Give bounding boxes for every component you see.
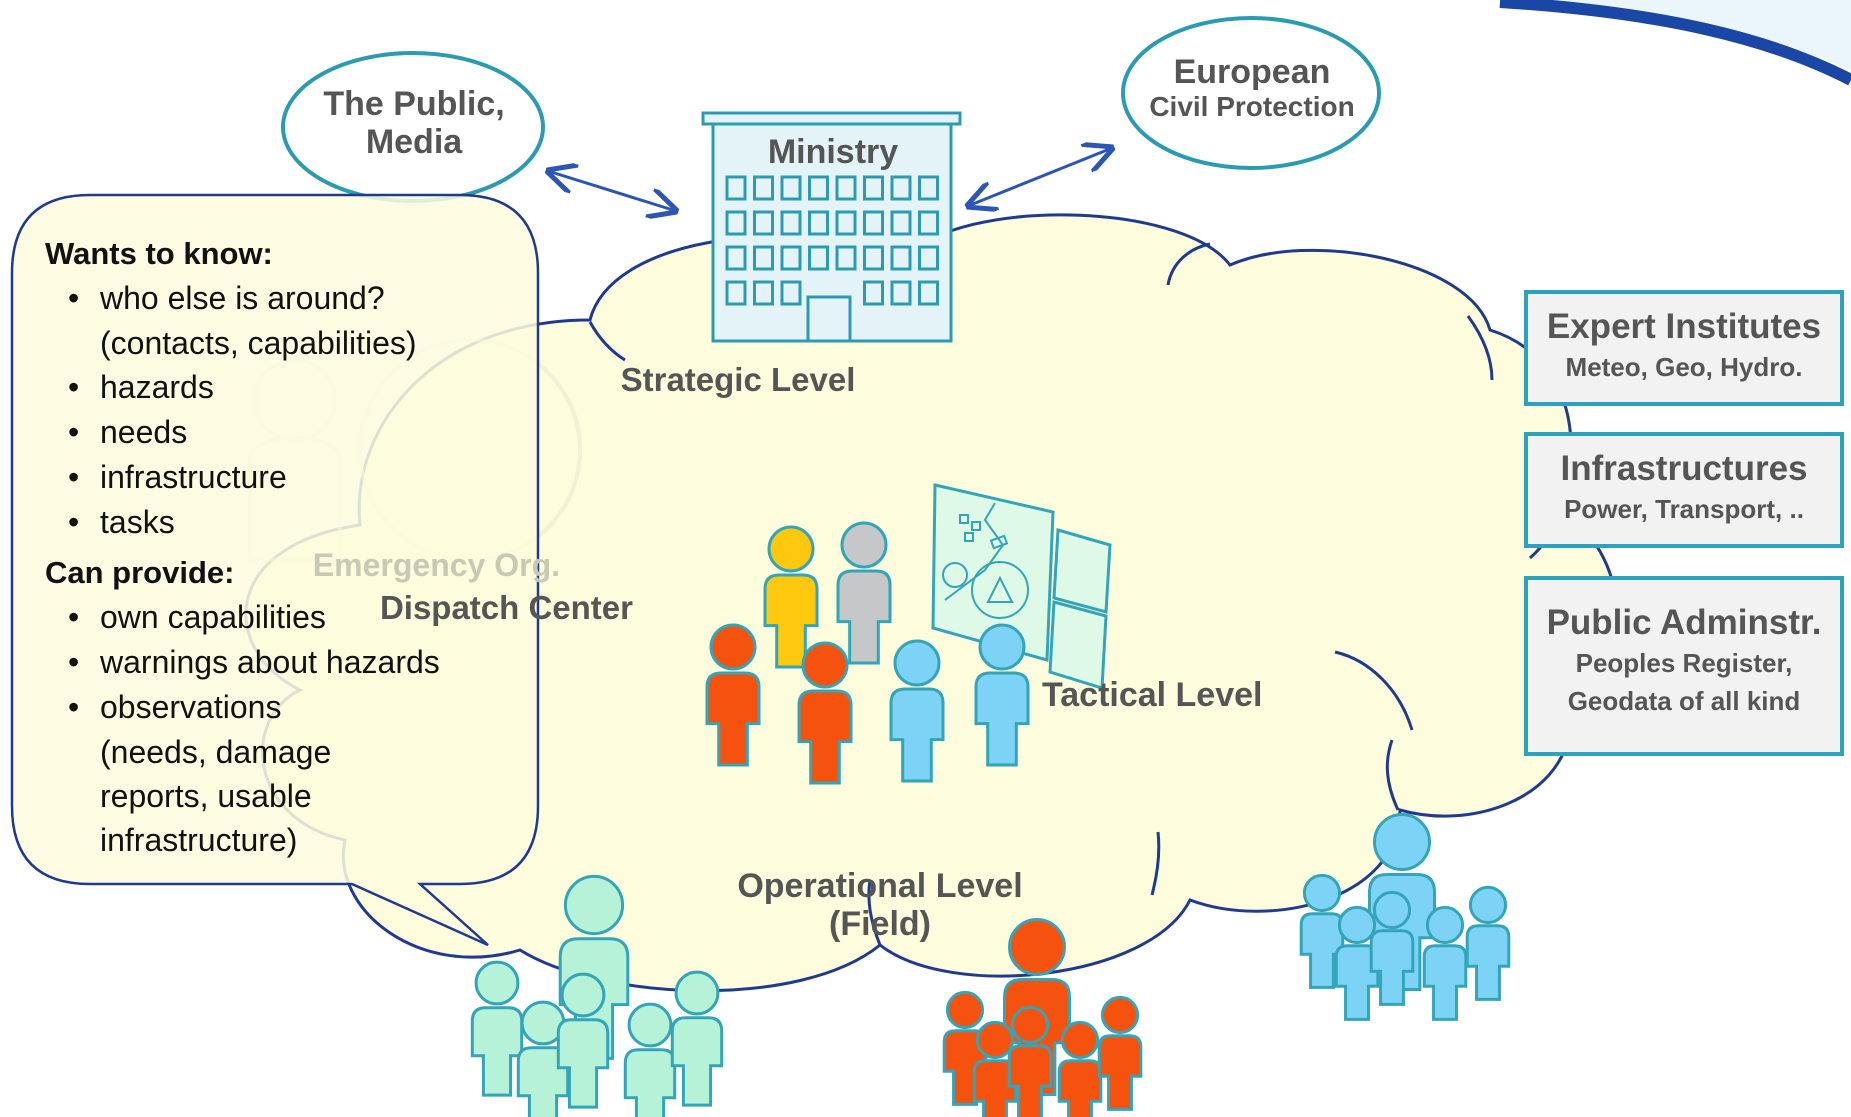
ministry-window xyxy=(753,175,774,201)
person-icon xyxy=(1334,905,1380,1021)
public-media-label: The Public,Media xyxy=(323,85,505,162)
cloud-arc xyxy=(588,321,626,362)
infrastructures-box: Infrastructures Power, Transport, .. xyxy=(1524,432,1844,548)
emergency-org-label: Emergency Org. xyxy=(312,547,560,583)
ministry-window xyxy=(918,280,939,306)
ministry-window xyxy=(863,210,884,236)
operational-level-label: Operational Level(Field) xyxy=(737,867,1023,944)
person-icon xyxy=(623,1002,677,1117)
ministry-window xyxy=(780,175,802,201)
ministry-window xyxy=(918,210,939,236)
person-icon xyxy=(556,972,610,1109)
callout-item: needs xyxy=(68,410,525,455)
ministry-window xyxy=(890,210,912,236)
ministry-window xyxy=(918,245,939,271)
provides-list: own capabilitieswarnings about hazardsob… xyxy=(45,595,525,862)
ministry-building-icon xyxy=(701,111,962,343)
callout-item: tasks xyxy=(68,500,525,545)
callout-item-continuation: reports, usable xyxy=(100,778,312,814)
person-icon xyxy=(1097,995,1143,1111)
ministry-window xyxy=(753,210,774,236)
ministry-window xyxy=(808,245,829,271)
callout-item: observations xyxy=(68,685,525,730)
callout-item-continuation: (needs, damage xyxy=(100,734,332,770)
person-icon xyxy=(797,641,853,785)
ministry-window xyxy=(780,280,802,306)
ministry-window xyxy=(863,175,884,201)
callout-item: who else is around? xyxy=(68,276,525,321)
person-icon xyxy=(1422,905,1468,1021)
ministry-window xyxy=(918,175,939,201)
callout-content: Wants to know: who else is around? (conta… xyxy=(45,236,525,872)
person-icon xyxy=(1299,873,1345,989)
ministry-window xyxy=(725,245,747,271)
wants-heading: Wants to know: xyxy=(45,236,273,271)
planning-board-icon xyxy=(931,483,1112,690)
cloud-arc xyxy=(1334,650,1414,731)
strategic-level-label: Strategic Level xyxy=(620,361,856,398)
callout-item: own capabilities xyxy=(68,595,525,640)
ministry-window xyxy=(808,210,829,236)
ministry-window xyxy=(890,245,912,271)
ministry-window xyxy=(780,245,802,271)
person-icon xyxy=(763,525,819,669)
tactical-level-label: Tactical Level xyxy=(1042,676,1263,714)
ministry-window xyxy=(863,280,884,306)
ministry-window xyxy=(725,210,747,236)
public-adminstr-box: Public Adminstr. Peoples Register, Geoda… xyxy=(1524,576,1844,756)
person-icon xyxy=(836,521,892,665)
corner-swoosh xyxy=(1490,0,1851,70)
cloud-arc xyxy=(1150,831,1161,896)
callout-item-continuation: infrastructure) xyxy=(100,822,298,858)
person-icon xyxy=(1057,1020,1103,1117)
person-icon xyxy=(470,960,524,1097)
ministry-window xyxy=(780,210,802,236)
ministry-window xyxy=(725,280,747,306)
ministry-window xyxy=(863,245,884,271)
person-icon xyxy=(1007,1005,1053,1117)
person-icon xyxy=(889,639,945,783)
cloud-arc xyxy=(1385,739,1400,811)
european-cp-label: European Civil Protection xyxy=(1149,53,1355,123)
cloud-arc xyxy=(867,879,882,946)
expert-institutes-box: Expert Institutes Meteo, Geo, Hydro. xyxy=(1524,290,1844,406)
person-icon xyxy=(1369,890,1415,1006)
ministry-window xyxy=(835,210,857,236)
ministry-window xyxy=(725,175,747,201)
ministry-window xyxy=(753,280,774,306)
ministry-label: Ministry xyxy=(767,133,899,171)
ministry-window xyxy=(890,280,912,306)
cloud-arc xyxy=(1166,242,1211,286)
provides-heading: Can provide: xyxy=(45,555,235,590)
callout-item: hazards xyxy=(68,365,525,410)
callout-item: warnings about hazards xyxy=(68,640,525,685)
ministry-window xyxy=(835,175,857,201)
wants-list: who else is around? (contacts, capabiliti… xyxy=(45,276,525,545)
arrow-ministry-european xyxy=(968,148,1112,206)
person-icon xyxy=(705,623,761,767)
person-icon xyxy=(974,623,1030,767)
person-icon xyxy=(1465,885,1511,1001)
ministry-window xyxy=(808,175,829,201)
callout-item: infrastructure xyxy=(68,455,525,500)
person-icon xyxy=(670,970,724,1107)
arrow-public-ministry xyxy=(548,171,676,211)
ministry-window xyxy=(890,175,912,201)
european-cp-ellipse xyxy=(1121,16,1381,170)
corner-swoosh-line xyxy=(1499,0,1851,86)
ministry-window xyxy=(753,245,774,271)
callout-item-continuation: (contacts, capabilities) xyxy=(100,325,417,361)
cloud-arc xyxy=(1466,315,1494,381)
ministry-window xyxy=(835,245,857,271)
